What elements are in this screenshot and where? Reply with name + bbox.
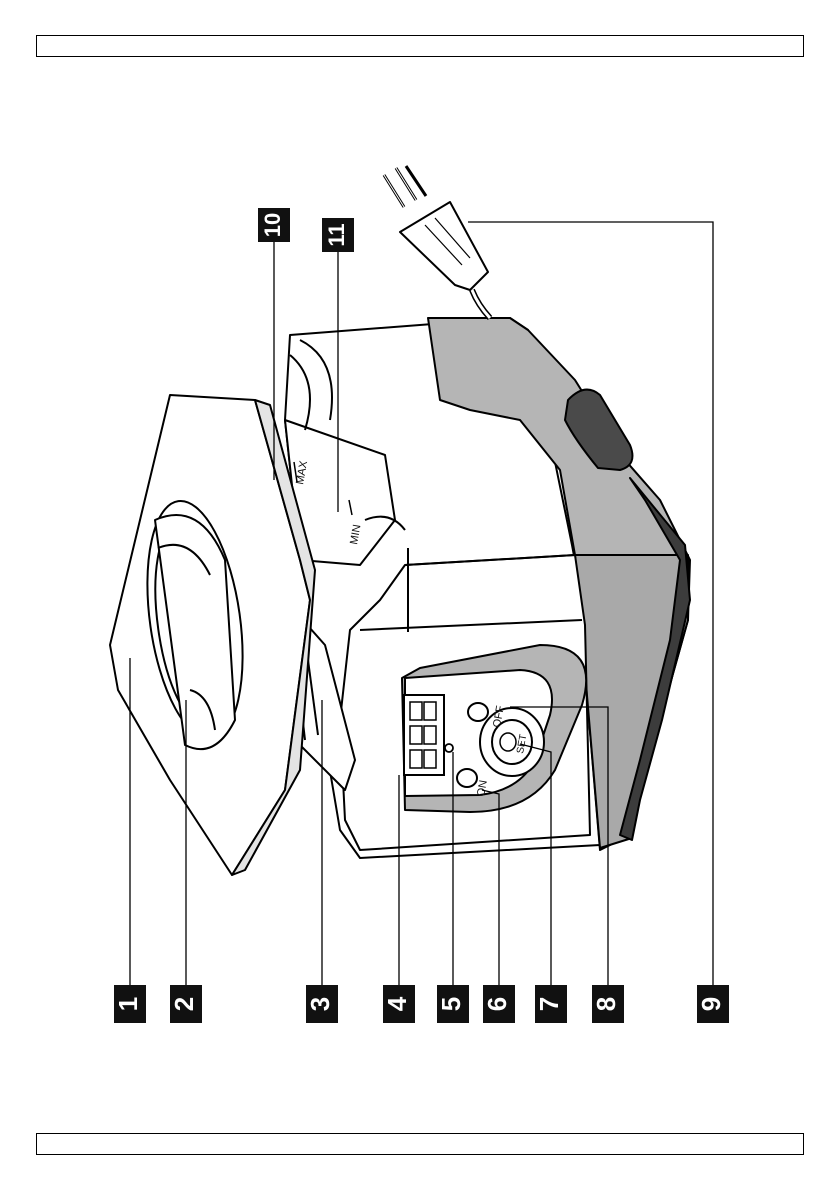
svg-text:1: 1 (113, 997, 143, 1011)
callout-4: 4 (382, 985, 415, 1023)
callout-6: 6 (482, 985, 515, 1023)
callout-11: 11 (322, 218, 354, 252)
set-dial[interactable] (480, 708, 544, 776)
off-button[interactable] (468, 703, 488, 721)
indicator-led (445, 744, 453, 752)
svg-text:5: 5 (436, 997, 466, 1011)
callout-3: 3 (305, 985, 338, 1023)
lid (110, 395, 315, 875)
svg-text:8: 8 (591, 997, 621, 1011)
callout-8: 8 (591, 985, 624, 1023)
svg-text:6: 6 (482, 997, 512, 1011)
svg-text:11: 11 (324, 223, 349, 246)
svg-text:10: 10 (260, 213, 285, 237)
callout-10: 10 (258, 208, 290, 242)
power-plug (384, 166, 490, 318)
svg-text:7: 7 (534, 997, 564, 1011)
svg-text:4: 4 (382, 996, 412, 1011)
callout-9: 9 (696, 985, 729, 1023)
callout-1: 1 (113, 985, 146, 1023)
callout-7: 7 (534, 985, 567, 1023)
svg-text:3: 3 (305, 997, 335, 1011)
callout-5: 5 (436, 985, 469, 1023)
display (404, 695, 444, 775)
callout-2: 2 (169, 985, 202, 1023)
on-button[interactable] (457, 769, 477, 787)
svg-text:2: 2 (169, 997, 199, 1011)
svg-text:9: 9 (696, 997, 726, 1011)
